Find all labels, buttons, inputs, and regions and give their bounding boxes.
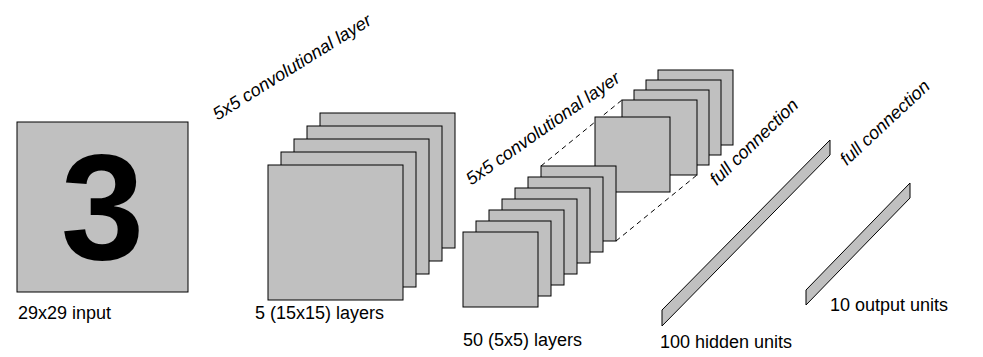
layer-caption: 50 (5x5) layers: [463, 330, 582, 351]
feature-maps-1: [268, 113, 455, 300]
layer-caption: 10 output units: [830, 295, 948, 316]
feature-maps-2: [463, 70, 733, 307]
connection-label: full connection: [836, 76, 934, 170]
feature-map: [463, 232, 538, 307]
layer-caption: 5 (15x15) layers: [255, 303, 384, 324]
output-layer-bar: [806, 183, 910, 305]
feature-map: [268, 165, 403, 300]
input-image: [17, 122, 188, 292]
layer-caption: 100 hidden units: [660, 332, 792, 353]
hidden-layer-bar: [662, 140, 830, 326]
layer-caption: 29x29 input: [18, 303, 111, 324]
connection-label: 5x5 convolutional layer: [209, 10, 375, 125]
input-digit: 3: [17, 132, 188, 282]
